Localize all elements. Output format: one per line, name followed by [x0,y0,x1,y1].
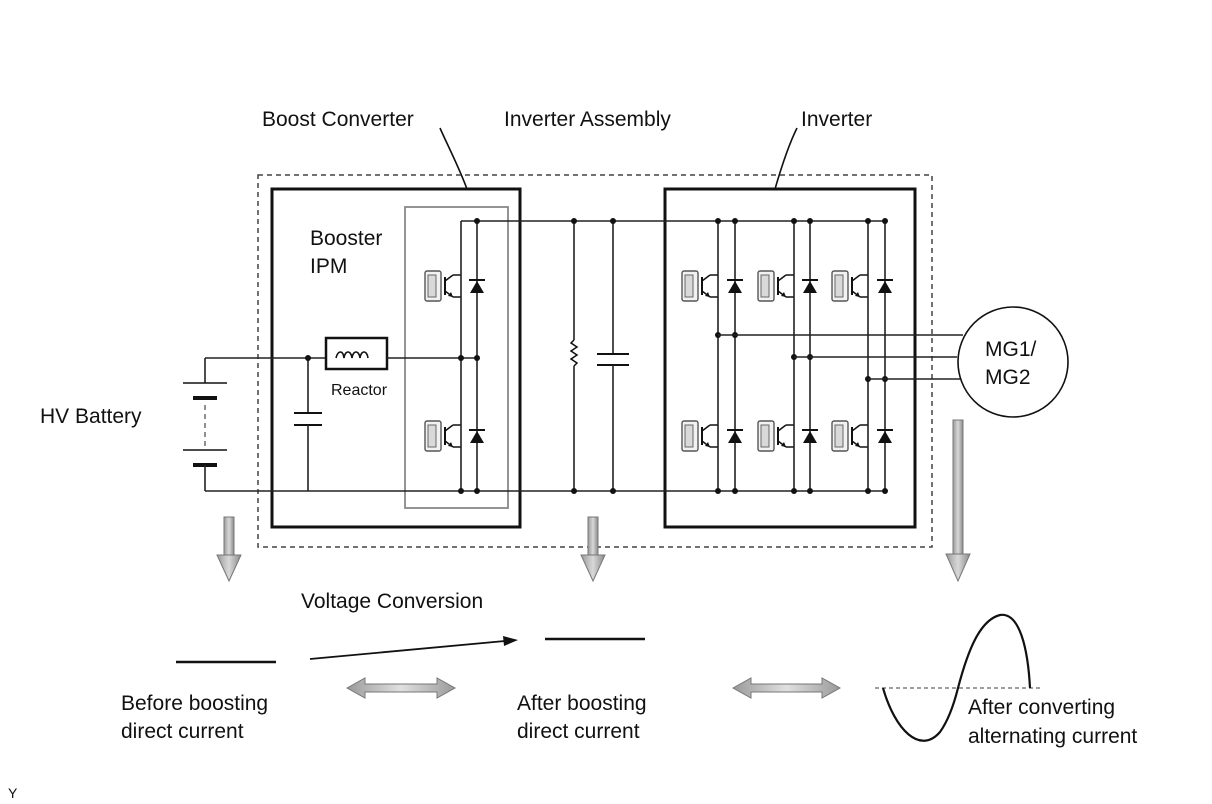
resistor-icon [569,339,579,367]
boost-converter-label: Boost Converter [262,108,414,131]
mg-label-line2: MG2 [985,366,1031,389]
voltage-conversion-label: Voltage Conversion [301,590,483,613]
down-arrow-icon [580,516,606,583]
down-arrow-icon [216,516,242,583]
down-arrow-icon [945,419,971,583]
igbt-transistor-icon [424,270,461,302]
inverter-box [663,187,917,529]
inverter-leg-v [757,218,819,494]
after-boost-label-line2: direct current [517,720,640,743]
diode-icon [468,429,486,444]
igbt-transistor-icon [424,420,461,452]
inverter-assembly-outline [257,174,933,548]
before-boost-label-line1: Before boosting [121,692,268,715]
inductor-coil-icon [324,336,389,371]
hv-battery-label: HV Battery [40,405,142,428]
reactor-label: Reactor [331,382,388,399]
before-boost-label-line2: direct current [121,720,244,743]
motor-generator-icon [957,306,1069,418]
after-convert-label-line1: After converting [968,696,1115,719]
mg-label-line1: MG1/ [985,338,1037,361]
double-arrow-icon [345,677,457,699]
inverter-assembly-label: Inverter Assembly [504,108,671,131]
battery-icon [183,358,227,491]
capacitor-icon [597,221,629,491]
double-arrow-icon [731,677,842,699]
inverter-leg-w [831,218,894,494]
booster-ipm-label-line1: Booster [310,227,382,250]
inverter-label: Inverter [801,108,872,131]
after-convert-label-line2: alternating current [968,725,1137,748]
voltage-increase-arrow [309,640,506,660]
capacitor-icon [294,358,322,491]
after-boost-label-line1: After boosting [517,692,647,715]
corner-mark: Y [8,785,18,801]
inverter-leg-u [681,218,744,494]
booster-ipm-label-line2: IPM [310,255,347,278]
inverter-leader [774,127,798,190]
diode-icon [468,279,486,294]
boost-converter-leader [439,127,468,190]
ac-sine-wave [881,613,1032,742]
